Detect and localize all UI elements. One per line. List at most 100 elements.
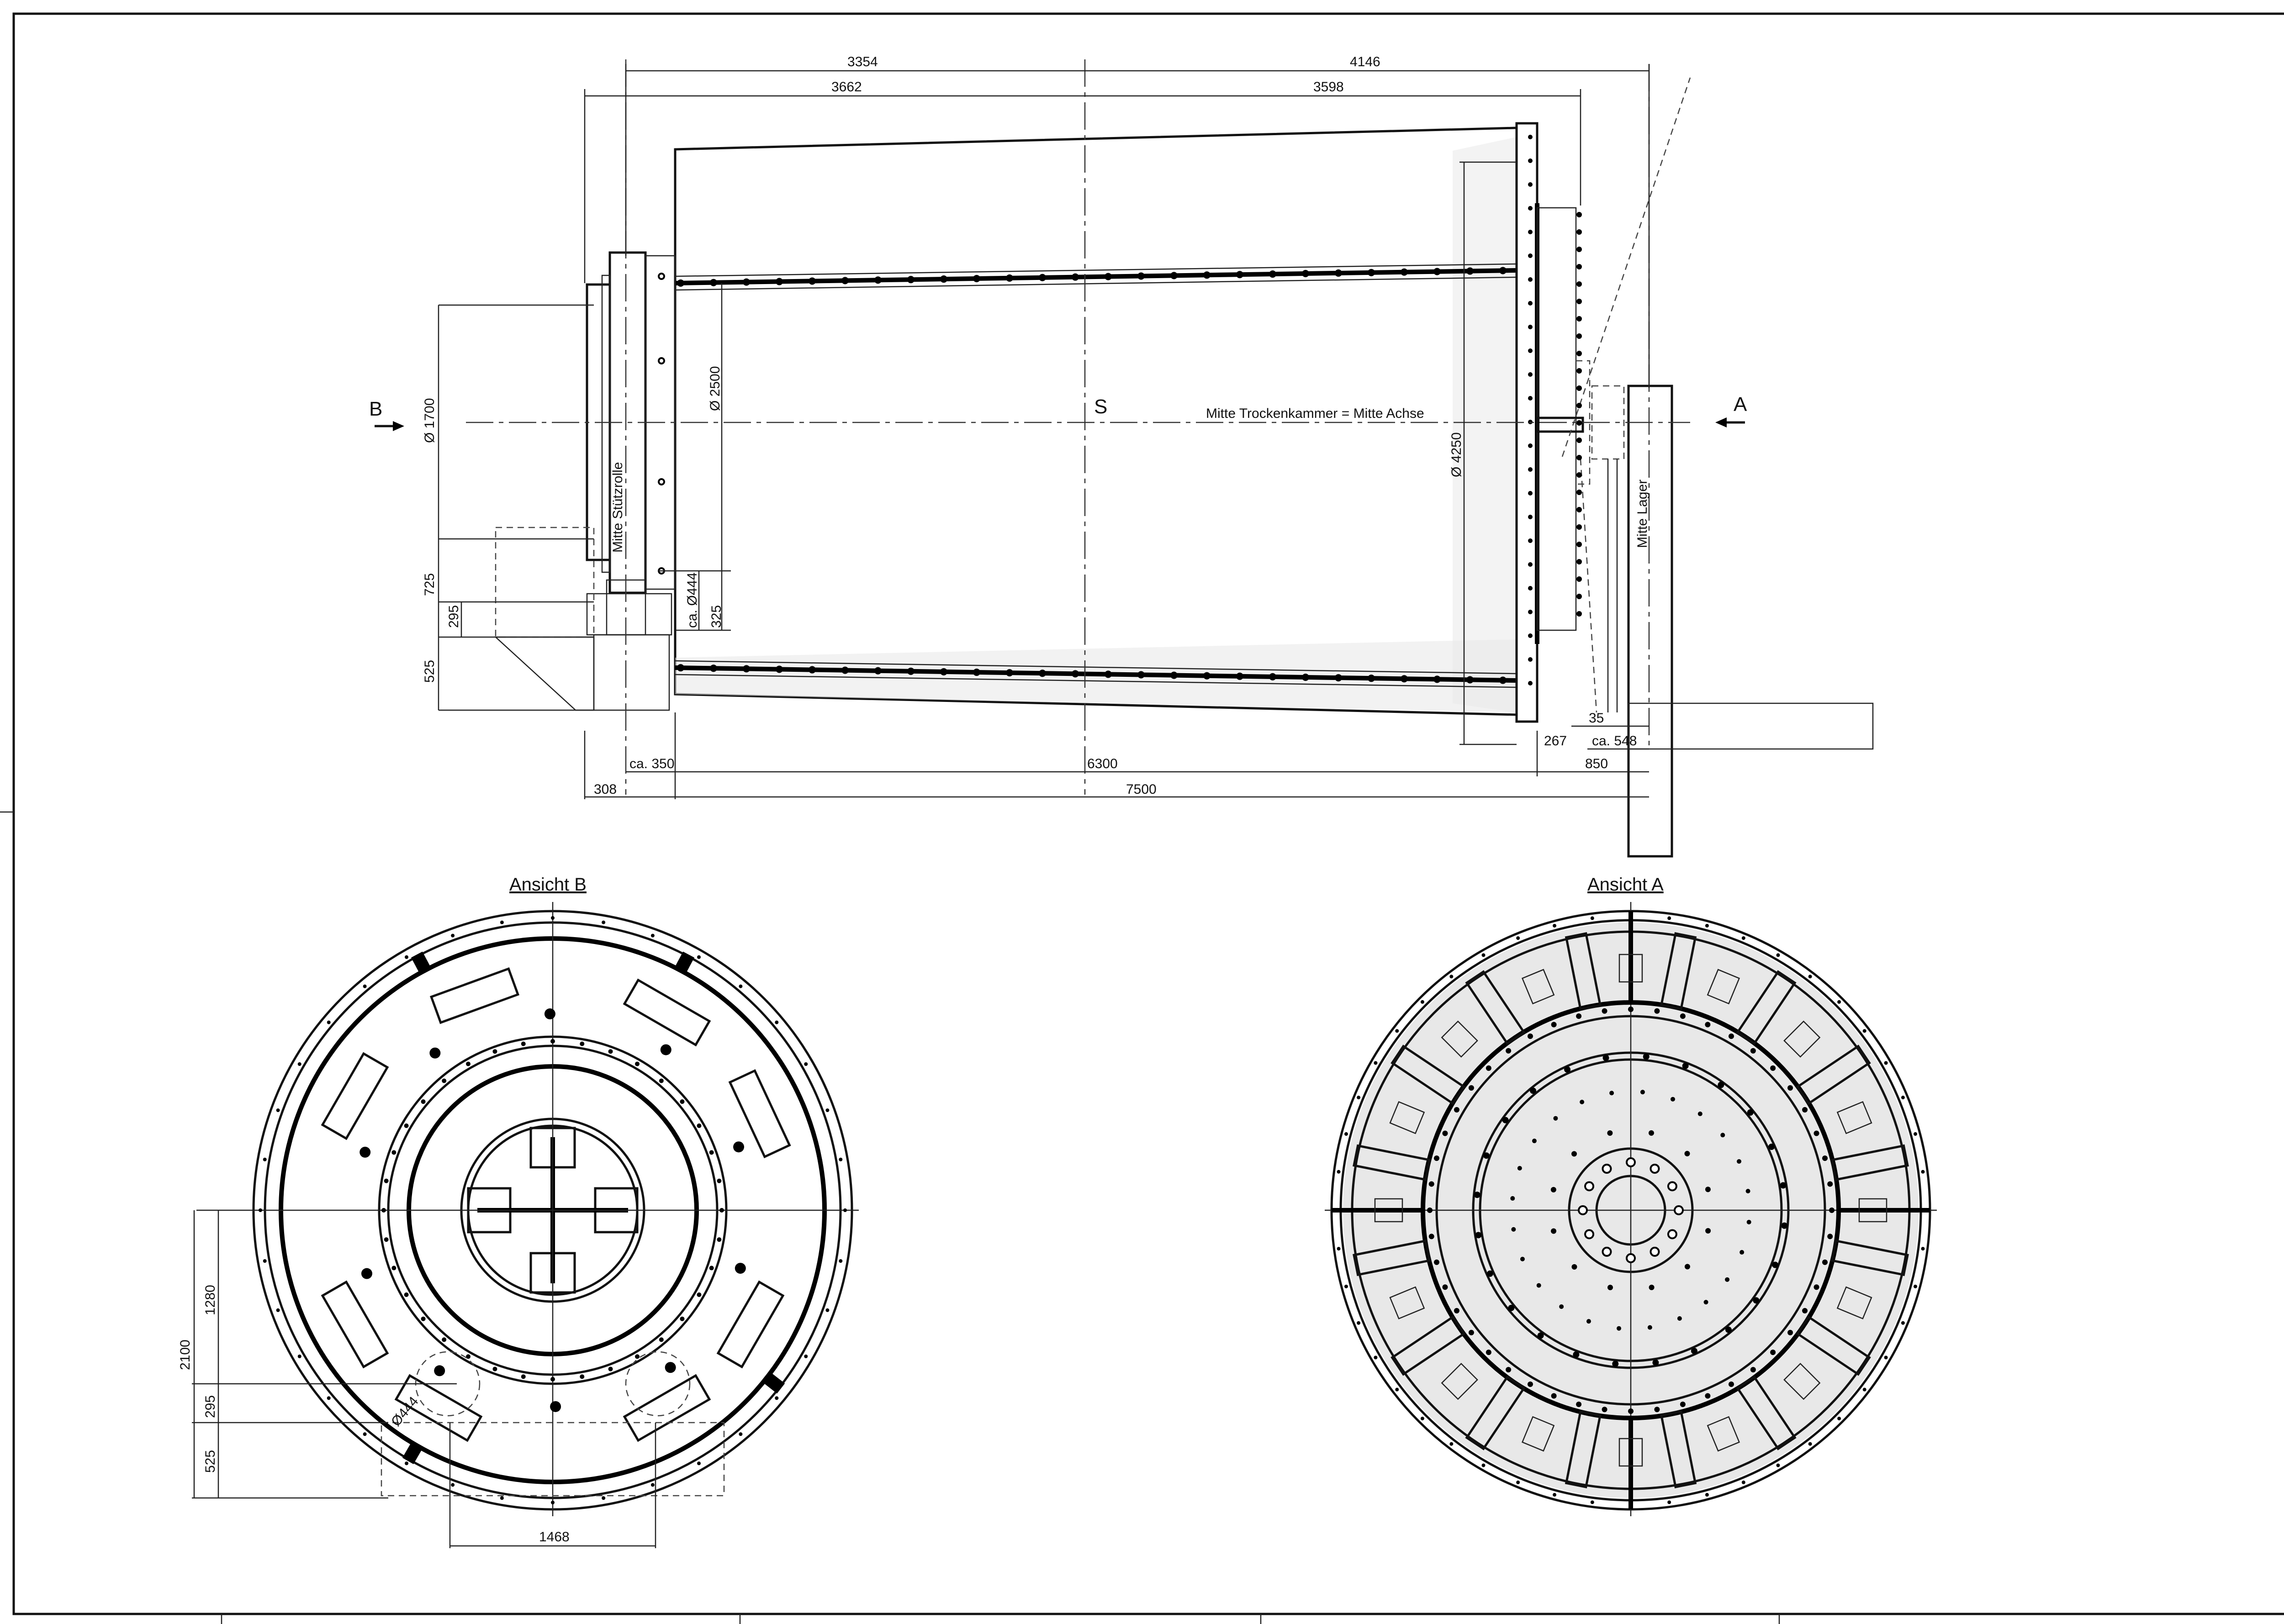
bolt — [709, 1265, 714, 1271]
belt-bolt — [1006, 669, 1013, 677]
bolt — [1337, 1170, 1341, 1174]
bolt — [1643, 1053, 1650, 1060]
bolt — [276, 1108, 280, 1113]
bolt — [442, 1078, 447, 1083]
bolt — [1551, 1228, 1557, 1234]
bolt — [391, 1150, 397, 1155]
pocket — [1389, 1286, 1425, 1320]
bolt — [839, 1157, 843, 1161]
bolt — [659, 1337, 664, 1342]
bolt — [739, 1432, 743, 1436]
bolt — [451, 1483, 455, 1487]
bolt — [1648, 1130, 1654, 1136]
bolt — [1468, 1329, 1474, 1335]
bolt — [1506, 1048, 1512, 1054]
bolt — [1772, 1261, 1779, 1268]
bolt — [405, 1461, 408, 1466]
flange-bolt — [1528, 230, 1533, 234]
bolt — [1862, 1029, 1866, 1033]
bolt — [650, 933, 655, 938]
anchor-bolt — [550, 1401, 561, 1412]
bearing-label: Mitte Lager — [1635, 480, 1650, 548]
flange-bolt — [1528, 372, 1533, 377]
bolt — [492, 1366, 497, 1371]
bolt — [602, 1496, 606, 1500]
dim-295: 295 — [446, 605, 461, 628]
flange-bolt — [1528, 491, 1533, 496]
bolt — [404, 1292, 409, 1297]
bolt — [1813, 1284, 1819, 1290]
bolt — [608, 1366, 613, 1371]
bolt — [1822, 1259, 1828, 1265]
flange-bolt — [1576, 594, 1582, 599]
flange-bolt — [1576, 229, 1582, 235]
bolt — [1680, 1402, 1686, 1408]
flange-bolt — [1576, 264, 1582, 269]
bolt — [1647, 1325, 1652, 1330]
bolt — [1921, 1170, 1925, 1174]
hub-hole — [1602, 1246, 1612, 1257]
flange-bolt — [1576, 455, 1582, 460]
belt-bolt — [973, 274, 980, 282]
view-b-dim-1280: 1280 — [203, 1285, 218, 1315]
belt-bolt — [1072, 273, 1079, 281]
spoke — [1660, 932, 1697, 1011]
bolt — [1602, 1055, 1609, 1061]
spoke — [1736, 970, 1797, 1045]
mounting-plate — [321, 1052, 389, 1140]
anchor-bolt — [429, 1047, 441, 1059]
pocket — [1374, 1198, 1403, 1223]
bolt — [384, 1237, 389, 1242]
bolt — [1516, 936, 1520, 940]
spoke — [1465, 970, 1526, 1045]
bolt — [1667, 916, 1671, 920]
flange-bolt — [1528, 253, 1533, 258]
bolt — [1474, 1192, 1480, 1198]
bolt — [500, 920, 504, 924]
anchor-bolt — [665, 1362, 676, 1373]
view-a-title: Ansicht A — [1587, 875, 1664, 895]
bolt — [492, 1049, 497, 1054]
belt-bolt — [1170, 272, 1178, 279]
flange-bolt — [1576, 576, 1582, 582]
bolt — [1564, 1066, 1571, 1073]
belt-bolt — [1203, 271, 1211, 279]
bolt — [1629, 1503, 1633, 1507]
flange-bolt — [1576, 524, 1582, 530]
belt-bolt — [1006, 274, 1013, 282]
bolt — [1573, 1351, 1580, 1358]
belt-bolt — [1499, 267, 1507, 274]
dim-325: 325 — [709, 605, 724, 628]
bolt — [1901, 1321, 1905, 1325]
belt-bolt — [1203, 672, 1211, 680]
bolt — [1481, 953, 1486, 957]
spoke — [1830, 1144, 1909, 1181]
bolt — [1829, 1207, 1835, 1213]
bolt — [363, 1432, 367, 1436]
flange-bolt — [1528, 396, 1533, 401]
bolt — [1787, 1085, 1793, 1091]
clamp-block — [411, 951, 432, 975]
clamp-block — [402, 1440, 424, 1465]
dim-ca-548: ca. 548 — [1592, 733, 1637, 749]
bolt — [551, 916, 555, 920]
belt-bolt — [874, 667, 882, 675]
bolt — [1442, 1284, 1448, 1290]
flange-bolt — [1576, 507, 1582, 512]
belt-bolt — [710, 279, 717, 286]
clamp-block — [673, 951, 695, 975]
bolt — [1532, 1139, 1537, 1144]
bolt — [1802, 1308, 1808, 1313]
bolt — [1770, 1065, 1776, 1071]
mounting-plate — [623, 1374, 711, 1442]
bolt — [680, 1099, 685, 1104]
bolt — [263, 1259, 267, 1263]
belt-bolt — [1137, 272, 1145, 280]
bolt — [1684, 1264, 1690, 1270]
bolt — [1612, 1360, 1619, 1367]
bolt — [839, 1259, 843, 1263]
bolt — [1901, 1096, 1905, 1100]
bolt — [1813, 1130, 1819, 1136]
flange-bolt — [1576, 351, 1582, 356]
bolt — [1729, 1381, 1734, 1387]
